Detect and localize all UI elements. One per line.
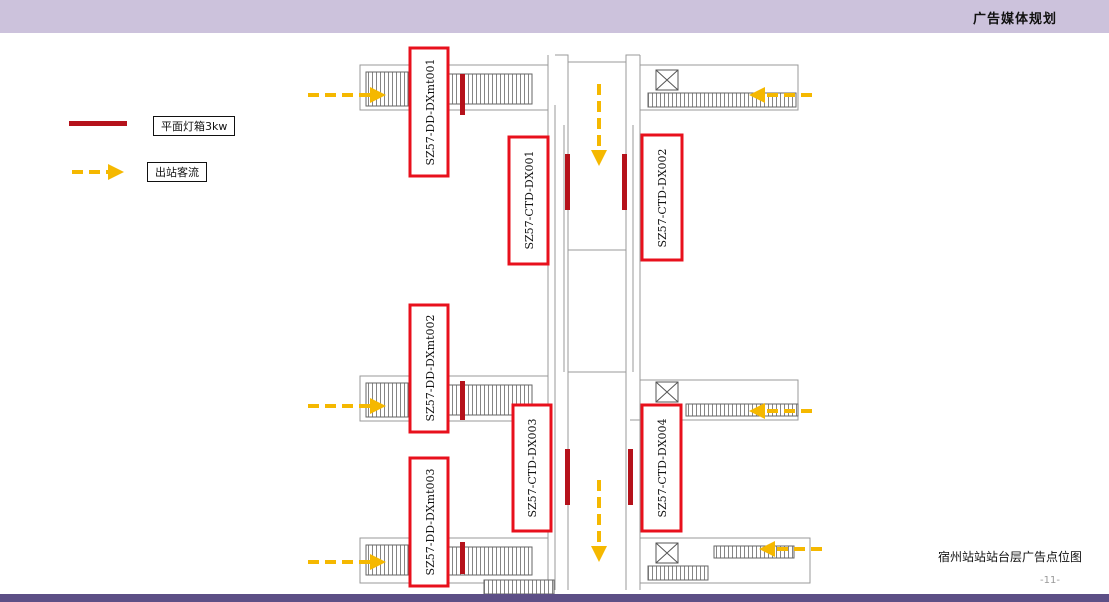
ad-point-code: SZ57-DD-DXmt002: [424, 315, 437, 422]
legend-light-box-label: 平面灯箱3kw: [153, 116, 236, 136]
ad-point-boxes: [408, 46, 684, 588]
footer-bar: [0, 594, 1109, 602]
ad-point-code: SZ57-CTD-DX001: [523, 150, 536, 249]
page-number: -11-: [1040, 575, 1060, 586]
light-boxes: [460, 74, 633, 574]
light-box: [622, 154, 627, 210]
page-title: 广告媒体规划: [972, 12, 1057, 27]
ad-point-code: SZ57-DD-DXmt003: [424, 469, 437, 576]
left-escalator-1: [359, 64, 549, 111]
legend-light-box-swatch: [69, 121, 127, 126]
bottom-stairs: [483, 579, 555, 595]
light-box: [460, 542, 465, 574]
light-box: [460, 74, 465, 115]
light-box: [628, 449, 633, 505]
right-escalator-3: [639, 537, 811, 584]
ad-point-code: SZ57-CTD-DX002: [656, 148, 669, 247]
legend-exit-flow-label: 出站客流: [147, 162, 207, 182]
light-box: [565, 154, 570, 210]
ad-point-box: [408, 303, 450, 434]
ad-point-box: [511, 403, 553, 533]
ad-point-box: [507, 135, 550, 266]
header-bar: 广告媒体规划: [0, 0, 1109, 33]
ad-point-code: SZ57-DD-DXmt001: [424, 59, 437, 166]
light-box: [460, 381, 465, 420]
ad-point-box: [640, 403, 683, 533]
exit-flow-arrows: [308, 84, 822, 564]
light-box: [565, 449, 570, 505]
ad-point-box: [640, 133, 684, 262]
ad-point-code: SZ57-CTD-DX003: [526, 418, 539, 517]
exit-flow-arrowheads: [370, 87, 775, 570]
legend-flow-arrow-icon: [72, 164, 124, 180]
ad-point-box: [408, 456, 450, 588]
legend: [69, 121, 127, 180]
figure-caption: 宿州站站站台层广告点位图: [938, 550, 1083, 564]
right-escalator-1: [639, 64, 799, 111]
ad-point-box: [408, 46, 450, 178]
left-escalator-3: [359, 537, 549, 584]
platform-outline: [547, 54, 646, 590]
ad-point-code: SZ57-CTD-DX004: [656, 418, 669, 517]
